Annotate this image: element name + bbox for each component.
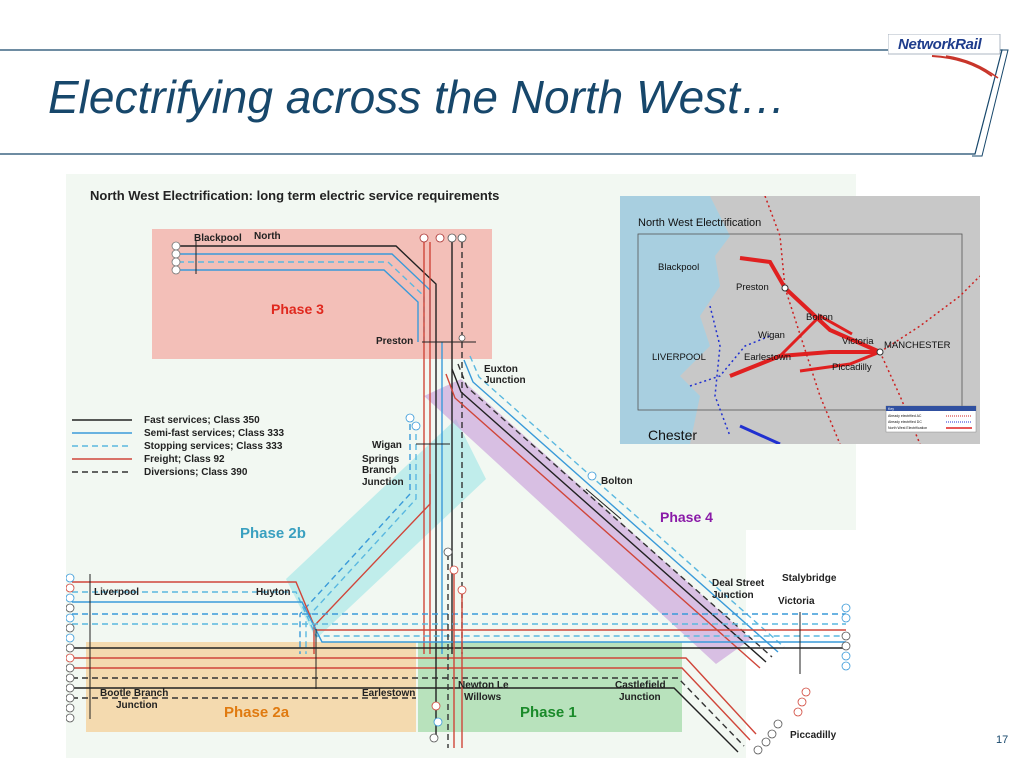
phase4-label: Phase 4 [660,509,713,525]
inset-route-east [879,275,980,353]
inset-key-title: Key [888,407,894,411]
place-branch: Branch [362,465,396,476]
place-blackpool: Blackpool [194,233,242,244]
inset-route-wigan [778,314,853,358]
place-newton-le: Newton Le [458,680,509,691]
page-number: 17 [996,734,1009,746]
place-bootle-branch: Bootle Branch [100,688,168,699]
inset-place-blackpool: Blackpool [658,262,699,273]
place-stalybridge: Stalybridge [782,573,837,584]
inset-key-row-3: North West Electrification [888,426,927,430]
inset-place-chester: Chester [648,427,697,443]
place-euxton: Euxton [484,364,518,375]
legend-label-semifast: Semi-fast services; Class 333 [144,428,285,439]
inset-manchester-dot [876,348,884,356]
place-springs: Springs [362,454,400,465]
east-west-trunk-lines [72,581,846,753]
legend-label-diversions: Diversions; Class 390 [144,467,248,478]
place-euxton-junction: Junction [484,375,526,386]
inset-place-earlestown: Earlestown [744,352,791,363]
phase1-label: Phase 1 [520,704,577,721]
place-willows: Willows [464,692,502,703]
newton-terminals [429,547,467,743]
legend-label-fast: Fast services; Class 350 [144,415,260,426]
phase3-region [152,229,492,359]
networkrail-logo-text: NetworkRail [898,36,982,53]
inset-title: North West Electrification [638,217,761,229]
place-piccadilly: Piccadilly [790,730,837,741]
blackpool-terminals [171,241,181,275]
header-frame [0,49,1003,155]
inset-frame [637,233,963,411]
place-deal-street: Deal Street [712,578,765,589]
inset-route-chester [739,424,781,444]
inset-map: North West Electrification Blackpool Pre… [620,196,980,444]
place-deal-street-junction: Junction [712,590,754,601]
phase2a-label: Phase 2a [224,704,290,721]
inset-route-piccadilly [799,350,881,373]
place-victoria: Victoria [778,596,815,607]
inset-route-southeast [879,351,921,444]
liverpool-terminals [66,573,75,723]
place-wigan: Wigan [372,440,402,451]
wigan-terminal-2 [411,421,421,431]
inset-route-north-south [764,196,841,444]
inset-place-victoria: Victoria [842,336,874,347]
place-north: North [254,231,281,242]
north-trunk-lines [423,242,463,654]
inset-preston-dot [781,284,789,292]
bolton-marker [585,488,622,520]
inset-place-liverpool: LIVERPOOL [652,352,706,363]
inset-place-preston: Preston [736,282,769,293]
phase2b-label: Phase 2b [240,525,306,542]
inset-place-piccadilly: Piccadilly [832,362,872,373]
inset-route-liverpool [729,350,880,378]
inset-key-row-1: Already electrified AC [888,414,922,418]
inset-place-manchester: MANCHESTER [884,340,951,351]
place-liverpool: Liverpool [94,587,139,598]
inset-key-row-2: Already electrified DC [888,420,922,424]
inset-sea [620,196,730,444]
header-frame-edge [972,49,1009,157]
place-earlestown: Earlestown [362,688,415,699]
place-castlefield-junction: Junction [619,692,661,703]
inset-place-bolton: Bolton [806,312,833,323]
bolton-terminal [587,471,597,481]
wigan-spur-lines [299,424,431,654]
diagram-cutout [746,530,856,758]
phase4-region [424,379,751,664]
diagram-title: North West Electrification: long term el… [90,188,499,203]
north-terminals [419,233,467,243]
inset-route-merseyrail [709,305,731,437]
inset-place-wigan: Wigan [758,330,785,341]
inset-route-blackpool [739,256,787,289]
inset-route-bolton [783,286,881,354]
place-huyton: Huyton [256,587,290,598]
phase2a-region [86,642,416,732]
place-bolton: Bolton [601,476,633,487]
bolton-diagonal-lines [445,355,785,669]
legend-label-stopping: Stopping services; Class 333 [144,441,283,452]
slide-title: Electrifying across the North West… [48,71,786,123]
place-castlefield: Castlefield [615,680,666,691]
inset-route-merseyrail-2 [689,335,771,387]
preston-terminal [458,334,466,342]
phase3-label: Phase 3 [271,301,324,317]
wigan-terminal [405,413,415,423]
east-terminals [753,603,851,755]
place-preston: Preston [376,336,413,347]
place-bootle-junction: Junction [116,700,158,711]
networkrail-logo [888,34,1001,79]
place-wigan-junction: Junction [362,477,404,488]
header-band [0,49,1009,157]
inset-key: Key Already electrified AC Already elect… [885,405,977,433]
legend-label-freight: Freight; Class 92 [144,454,225,465]
legend: Fast services; Class 350 Semi-fast servi… [72,415,285,478]
